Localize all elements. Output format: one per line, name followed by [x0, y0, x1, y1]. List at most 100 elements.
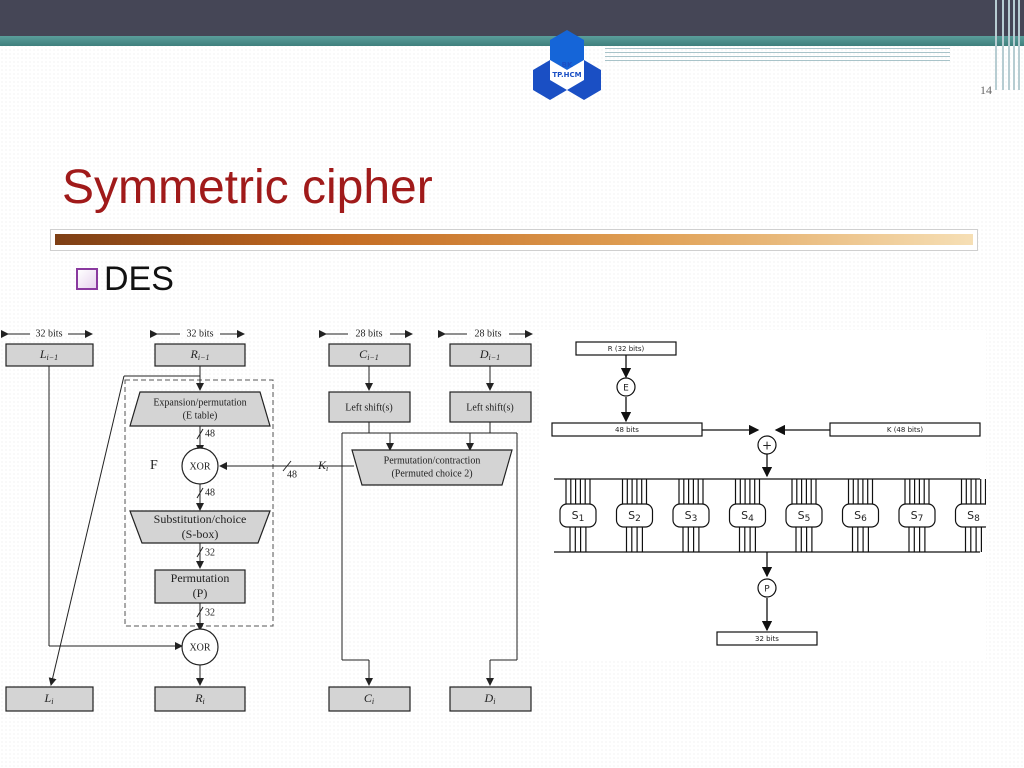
sbox-label-5: S5 — [798, 509, 811, 524]
sbox-label-3: S3 — [685, 509, 698, 524]
left-shift-c-label: Left shift(s) — [345, 402, 393, 413]
sbox-label-2: (S-box) — [182, 527, 219, 541]
svg-text:Ci: Ci — [364, 691, 374, 706]
output-d-subscript: i — [493, 697, 495, 706]
left-shift-d — [449, 391, 532, 423]
input-d-label: D — [479, 347, 489, 361]
bus-width-48-b: 48 — [205, 487, 215, 498]
output-c-subscript: i — [372, 697, 374, 706]
expanded-bits-label: 48 bits — [615, 426, 639, 434]
svg-text:Ri−1: Ri−1 — [190, 347, 210, 362]
bullet-text: DES — [104, 260, 174, 298]
output-bits-box — [716, 631, 818, 646]
pc2-block — [351, 449, 513, 486]
p-node-label: P — [764, 585, 770, 595]
svg-text:Ri: Ri — [194, 691, 205, 706]
expansion-label-2: (E table) — [183, 410, 218, 421]
output-l-label: L — [44, 691, 52, 705]
width-label-l: 32 bits — [36, 328, 63, 339]
svg-text:Di−1: Di−1 — [479, 347, 500, 362]
sbox-block — [129, 510, 271, 544]
logo-text-1: BK — [562, 61, 573, 69]
svg-text:Li: Li — [44, 691, 54, 706]
permutation-label-1: Permutation — [171, 571, 230, 585]
xor-node-2 — [181, 628, 219, 666]
bullet-square-icon — [76, 268, 98, 291]
xor-label-1: XOR — [189, 461, 210, 472]
f-function-diagram: R (32 bits) E 48 bits K (48 bits) + S1 S2… — [540, 330, 986, 660]
e-node-label: E — [623, 384, 629, 394]
output-bits-label: 32 bits — [755, 635, 779, 643]
sbox-4: S4 — [728, 479, 767, 552]
key-label: K — [317, 458, 327, 472]
output-c-label: C — [364, 691, 373, 705]
sbox-row: S1 S2 S3 S4 S5 S6 S7 S8 — [559, 479, 986, 552]
output-d-label: D — [484, 691, 494, 705]
teal-bar — [0, 36, 1024, 46]
pc2-label-1: Permutation/contraction — [384, 455, 481, 466]
f-label: F — [150, 458, 158, 473]
input-l-label: L — [39, 347, 47, 361]
sbox-6: S6 — [841, 479, 880, 552]
output-l-subscript: i — [51, 697, 53, 706]
input-r-subscript: i−1 — [198, 353, 210, 362]
expansion-block — [129, 391, 271, 427]
p-node — [757, 578, 777, 598]
bullet-item: DES — [76, 260, 174, 299]
output-r-label: R — [194, 691, 203, 705]
svg-text:Ki: Ki — [317, 458, 328, 473]
title-rule — [50, 229, 978, 251]
expansion-label-1: Expansion/permutation — [153, 397, 246, 408]
width-label-r: 32 bits — [187, 328, 214, 339]
input-l-subscript: i−1 — [47, 353, 59, 362]
sbox-label-6: S6 — [854, 509, 867, 524]
xor-plus-node — [757, 435, 777, 455]
sbox-2: S2 — [615, 479, 654, 552]
svg-text:Ci−1: Ci−1 — [359, 347, 379, 362]
des-round-diagram: 32 bits 32 bits 28 bits 28 bits Li−1 Ri−… — [1, 328, 533, 712]
e-node — [616, 377, 636, 397]
university-logo: BK TP.HCM — [533, 30, 601, 100]
svg-text:+: + — [762, 439, 772, 453]
sbox-8: S8 — [954, 479, 986, 552]
bus-width-32-b: 32 — [205, 607, 215, 618]
r-input-label: R (32 bits) — [608, 345, 645, 353]
sbox-1: S1 — [559, 479, 597, 552]
slide-title: Symmetric cipher — [62, 161, 433, 214]
sbox-label-1: Substitution/choice — [154, 512, 247, 526]
bus-width-48-a: 48 — [205, 428, 215, 439]
pc2-label-2: (Permuted choice 2) — [391, 468, 472, 479]
left-shift-d-label: Left shift(s) — [466, 402, 514, 413]
key-bits-box — [829, 422, 981, 437]
input-d-subscript: i−1 — [489, 353, 501, 362]
input-r-label: R — [190, 347, 199, 361]
decorative-lines — [605, 48, 950, 68]
bus-width-32-a: 32 — [205, 547, 215, 558]
bus-width-key-48: 48 — [287, 469, 297, 480]
sbox-label-1: S1 — [572, 509, 585, 524]
width-label-c: 28 bits — [356, 328, 383, 339]
left-shift-c — [328, 391, 411, 423]
sbox-label-7: S7 — [911, 509, 924, 524]
sbox-label-8: S8 — [967, 509, 980, 524]
key-bits-label: K (48 bits) — [887, 426, 923, 434]
logo-text-2: TP.HCM — [552, 71, 581, 79]
width-label-d: 28 bits — [475, 328, 502, 339]
expanded-bits-box — [551, 422, 703, 437]
input-c-subscript: i−1 — [367, 353, 379, 362]
decorative-stripes — [992, 0, 1024, 90]
xor-node-1 — [181, 447, 219, 485]
sbox-label-4: S4 — [741, 509, 754, 524]
sbox-7: S7 — [898, 479, 936, 552]
sbox-3: S3 — [672, 479, 710, 552]
sbox-label-2: S2 — [628, 509, 641, 524]
page-number: 14 — [980, 83, 992, 97]
input-c-label: C — [359, 347, 368, 361]
top-bar — [0, 0, 1024, 36]
svg-text:Li−1: Li−1 — [39, 347, 58, 362]
permutation-block — [154, 569, 246, 604]
svg-text:Di: Di — [484, 691, 496, 706]
key-subscript: i — [326, 464, 328, 473]
permutation-label-2: (P) — [193, 586, 208, 600]
xor-label-2: XOR — [189, 642, 210, 653]
